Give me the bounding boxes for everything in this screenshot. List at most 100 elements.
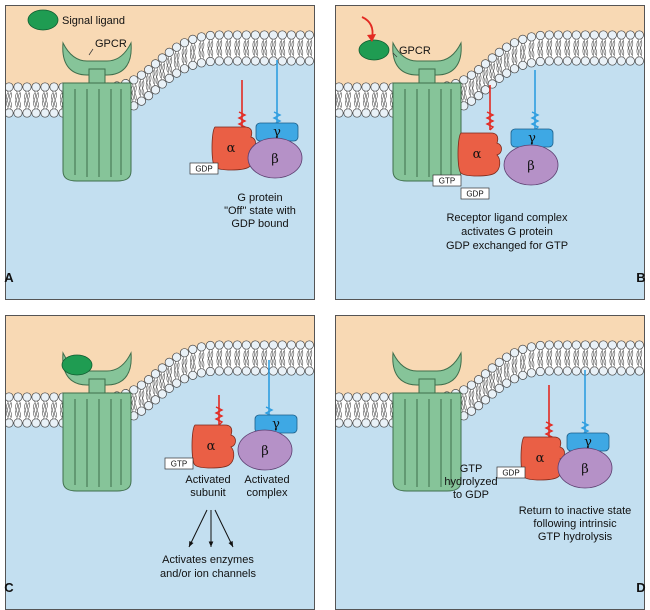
lipid-tail (184, 48, 188, 65)
lipid-tail (270, 38, 274, 56)
lipid-tail (33, 402, 36, 420)
lipid-tail (357, 90, 360, 108)
gpcr-label: GPCR (95, 38, 127, 50)
lipid-head (13, 392, 23, 402)
lipid-head (259, 30, 269, 40)
lipid-tail (181, 358, 185, 375)
lipid-tail (558, 350, 562, 368)
lipid-tail (591, 350, 595, 368)
gtp-tag-label: GTP (171, 460, 187, 469)
lipid-head (580, 30, 590, 40)
lipid-tail (288, 348, 292, 366)
lipid-tail (216, 40, 220, 58)
lipid-tail (549, 40, 553, 58)
lipid-tail (390, 90, 393, 108)
lipid-head (480, 59, 491, 69)
lipid-tail (549, 38, 553, 56)
lipid-head (13, 82, 23, 92)
lipid-tail (482, 67, 486, 84)
lipid-head (343, 392, 353, 402)
lipid-tail (225, 348, 229, 366)
lipid-tail (537, 41, 541, 58)
lipid-head (502, 68, 512, 78)
lipid-head (22, 392, 32, 402)
lipid-head (562, 56, 572, 66)
lipid-tail (159, 63, 163, 81)
lipid-tail (381, 402, 384, 420)
lipid-tail (627, 348, 631, 366)
lipid-head (304, 30, 314, 40)
lipid-head (40, 108, 50, 118)
lipid-tail (166, 366, 170, 383)
lipid-tail (348, 402, 351, 420)
lipid-tail (6, 90, 9, 108)
lipid-tail (189, 45, 193, 62)
lipid-head (352, 108, 362, 118)
lipid-tail (288, 350, 292, 368)
beta-label: β (261, 444, 269, 459)
activated-complex-line-1: Activated (244, 474, 289, 486)
lipid-tail (519, 45, 523, 62)
lipid-tail (24, 402, 27, 420)
lipid-head (343, 108, 353, 118)
lipid-head (466, 406, 477, 416)
lipid-tail (169, 368, 173, 385)
lipid-head (268, 340, 278, 350)
lipid-head (544, 30, 554, 40)
lipid-tail (138, 79, 142, 96)
lipid-tail (576, 350, 580, 368)
hydrolysis-line-2: hydrolyzed (444, 476, 497, 488)
lipid-tail (192, 355, 196, 372)
lipid-head (223, 366, 233, 376)
lipid-head (40, 82, 50, 92)
lipid-tail (522, 43, 526, 60)
lipid-tail (6, 92, 9, 110)
lipid-head (214, 340, 224, 350)
lipid-tail (33, 400, 36, 418)
lipid-tail (471, 391, 475, 408)
lipid-tail (511, 48, 515, 65)
lipid-head (277, 56, 287, 66)
lipid-tail (36, 90, 39, 108)
lipid-head (214, 56, 224, 66)
lipid-head (5, 82, 14, 92)
lipid-head (157, 363, 167, 373)
lipid-tail (492, 373, 496, 391)
lipid-head (286, 340, 296, 350)
lipid-tail (636, 40, 640, 58)
gpcr-receptor (392, 42, 462, 182)
lipid-head (494, 383, 504, 393)
lipid-tail (627, 38, 631, 56)
lipid-tail (576, 38, 580, 56)
lipid-head (241, 30, 251, 40)
lipid-head (136, 380, 147, 390)
lipid-head (544, 366, 554, 376)
lipid-tail (54, 400, 57, 418)
lipid-head (232, 340, 242, 350)
lipid-tail (482, 377, 486, 394)
lipid-tail (636, 348, 640, 366)
lipid-tail (291, 40, 295, 58)
lipid-tail (372, 400, 375, 418)
lipid-tail (482, 69, 486, 86)
lipid-head (370, 108, 380, 118)
lipid-tail (464, 395, 467, 413)
g-protein-beta (247, 137, 303, 179)
lipid-head (22, 82, 32, 92)
lipid-tail (492, 371, 496, 389)
lipid-head (553, 56, 563, 66)
lipid-head (480, 395, 491, 405)
lipid-tail (210, 41, 214, 58)
lipid-tail (357, 400, 360, 418)
lipid-tail (145, 385, 149, 402)
lipid-tail (366, 402, 369, 420)
lipid-tail (531, 352, 535, 370)
lipid-head (466, 70, 477, 80)
gtp-tag-label: GTP (439, 177, 455, 186)
lipid-head (259, 366, 269, 376)
lipid-tail (60, 400, 63, 418)
lipid-tail (297, 40, 301, 58)
lipid-head (150, 369, 161, 379)
lipid-tail (576, 348, 580, 366)
